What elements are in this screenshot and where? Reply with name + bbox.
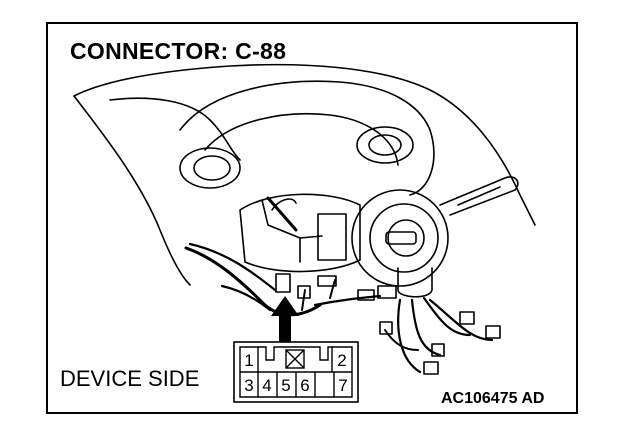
pin-7: 7 (338, 376, 347, 395)
c88-connector (275, 273, 291, 293)
pin-6: 6 (300, 376, 309, 395)
pointer-arrow (271, 296, 299, 342)
column-shroud (239, 193, 361, 273)
clock-spring-outer (351, 189, 449, 287)
diagram-frame (46, 22, 578, 414)
connector-face: 1 2 3 4 5 6 7 (233, 341, 359, 403)
left-gauge (179, 147, 241, 189)
connector-title: CONNECTOR: C-88 (70, 38, 287, 64)
dashboard-outline (73, 63, 536, 226)
right-stalk (439, 176, 519, 216)
meter-hood (179, 80, 435, 196)
reference-code: AC106475 AD (441, 390, 545, 407)
clock-spring-inner (369, 203, 439, 273)
pin-5: 5 (281, 376, 290, 395)
pin-2: 2 (337, 351, 346, 370)
pin-1: 1 (244, 351, 253, 370)
pin-3: 3 (244, 376, 253, 395)
right-gauge (356, 126, 414, 164)
dashboard-lower-edge (73, 95, 191, 286)
pin-4: 4 (262, 376, 271, 395)
left-stalk (266, 196, 298, 232)
device-side-label: DEVICE SIDE (60, 366, 200, 391)
